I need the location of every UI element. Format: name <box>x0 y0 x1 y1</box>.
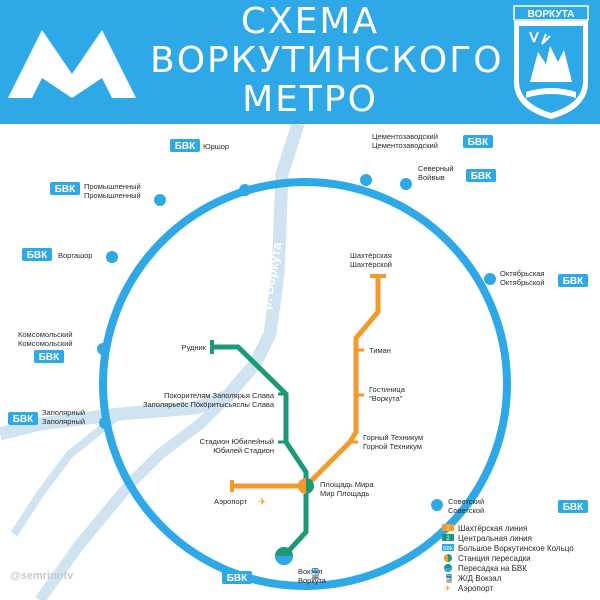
station-label: Советский <box>448 497 484 506</box>
legend-label: Станция пересадки <box>458 554 531 563</box>
legend-marker: 2 <box>446 536 450 542</box>
metro-logo-icon <box>8 30 136 98</box>
legend-label: Большое Воркутинское Кольцо <box>458 544 574 553</box>
station-label: Аэропорт <box>214 497 248 506</box>
header-banner: СХЕМА ВОРКУТИНСКОГО МЕТРО ВОРКУТА <box>0 0 600 124</box>
legend-item: Пересадка на БВК <box>444 564 527 573</box>
legend-item: 🚆 Ж/Д Вокзал <box>444 573 502 583</box>
station-label: Горный Техникум <box>363 433 423 442</box>
ring-station-cementozavodsky[interactable]: Цементозаводский Цементозаводский БВК <box>360 132 493 186</box>
station-label: Площадь Мира <box>320 480 374 489</box>
green-station-stadion[interactable]: Стадион Юбилейный Юбилей Стадион <box>200 437 286 455</box>
ring-station-sovetsky[interactable]: Советский Советской БВК <box>431 497 588 515</box>
bvk-badge: БВК <box>175 141 196 152</box>
legend-marker: 1 <box>446 526 450 532</box>
ring-station-yurshor[interactable]: БВК Юршор <box>170 139 251 196</box>
legend-label: Шахтёрская линия <box>458 524 527 533</box>
orange-station-airport[interactable]: Аэропорт ✈ <box>214 480 266 508</box>
legend-label: Пересадка на БВК <box>458 564 527 573</box>
title-line: МЕТРО <box>242 79 378 120</box>
ring-station-vorgashor[interactable]: БВК Воргашор <box>22 248 118 263</box>
station-label: Цементозаводский <box>372 132 438 141</box>
station-label: Заполярьеöс Пöкöритысьяслы Слава <box>143 400 275 409</box>
green-station-pokoritelyam[interactable]: Покорителям Заполярья Слава Заполярьеöс … <box>143 391 286 409</box>
bvk-badge: БВК <box>471 171 492 182</box>
title-line: СХЕМА <box>240 1 380 42</box>
station-label: Рудник <box>182 343 207 352</box>
bvk-badge: БВК <box>468 137 489 148</box>
watermark: @semrinotv <box>10 570 74 582</box>
ring-station-severny[interactable]: Северный Войвыв БВК <box>400 164 496 190</box>
transfer-station-ploshchad-mira[interactable]: Площадь Мира Мир Площадь <box>298 478 374 498</box>
station-label: Комсомольский <box>18 339 73 348</box>
ring-station-komsomolsky[interactable]: Комсомольский Комсомольский БВК <box>18 330 109 363</box>
metro-scheme: р. Воркута БВК Юршор Цементозаводский Це… <box>0 124 588 600</box>
orange-station-gorny[interactable]: Горный Техникум Горной Техникум <box>350 433 423 451</box>
station-label: Комсомольский <box>18 330 73 339</box>
station-label: Юршор <box>203 142 229 151</box>
bvk-badge: БВК <box>563 502 584 513</box>
station-label: Северный <box>418 164 454 173</box>
bvk-badge: БВК <box>563 276 584 287</box>
station-label: Цементозаводский <box>372 141 438 150</box>
orange-line <box>304 276 381 488</box>
legend-item: ✈ Аэропорт <box>444 584 494 593</box>
orange-station-gostinitsa[interactable]: Гостиница "Воркута" <box>356 385 406 403</box>
legend-item: 2 Центральная линия <box>442 534 532 543</box>
crest-label: ВОРКУТА <box>528 9 575 20</box>
station-label: Стадион Юбилейный <box>200 437 274 446</box>
station-label: Покорителям Заполярья Слава <box>164 391 275 400</box>
legend: 1 Шахтёрская линия 2 Центральная линия Б… <box>442 524 574 593</box>
station-label: Промышленный <box>84 182 141 191</box>
station-label: Октябрьская <box>500 269 545 278</box>
legend-item: Станция пересадки <box>444 554 531 563</box>
station-label: "Воркута" <box>369 394 403 403</box>
bvk-badge: БВК <box>27 250 48 261</box>
ring-line <box>99 178 511 590</box>
bvk-badge: БВК <box>55 184 76 195</box>
green-station-rudnik[interactable]: Рудник <box>182 340 214 354</box>
river: р. Воркута <box>0 124 305 600</box>
station-label: Вокзал <box>298 567 323 576</box>
train-icon: 🚆 <box>309 567 321 580</box>
legend-marker: БВК <box>443 546 453 552</box>
ring-station-promyshlenny[interactable]: БВК Промышленный Промышленный <box>50 182 166 206</box>
station-label: Воргашор <box>58 251 92 260</box>
station-label: Советской <box>448 506 484 515</box>
station-label: Шахтёрская <box>350 251 392 260</box>
station-label: Заполярный <box>42 417 85 426</box>
airplane-icon: ✈ <box>444 584 451 593</box>
orange-station-timan[interactable]: Тиман <box>356 346 391 355</box>
legend-label: Аэропорт <box>458 584 494 593</box>
station-label: Шахтёрской <box>350 260 392 269</box>
legend-item: БВК Большое Воркутинское Кольцо <box>442 544 574 553</box>
legend-item: 1 Шахтёрская линия <box>442 524 527 533</box>
station-label: Войвыв <box>418 173 445 182</box>
station-label: Тиман <box>369 346 391 355</box>
station-label: Юбилей Стадион <box>213 446 274 455</box>
ring-station-zapolyarny[interactable]: БВК Заполярный Заполярный <box>8 408 111 429</box>
legend-label: Центральная линия <box>458 534 532 543</box>
station-label: Заполярный <box>42 408 85 417</box>
station-label: Горной Техникум <box>363 442 422 451</box>
orange-station-shakhterskaya[interactable]: Шахтёрская Шахтёрской <box>350 251 392 278</box>
legend-label: Ж/Д Вокзал <box>458 574 502 583</box>
station-label: Гостиница <box>369 385 406 394</box>
city-crest-icon: ВОРКУТА <box>513 5 589 120</box>
bvk-badge: БВК <box>227 573 248 584</box>
map-title: СХЕМА ВОРКУТИНСКОГО МЕТРО <box>150 1 504 120</box>
station-label: Октябрьской <box>500 278 545 287</box>
station-label: Промышленный <box>84 191 141 200</box>
station-label: Мир Площадь <box>320 489 369 498</box>
bvk-badge: БВК <box>13 414 34 425</box>
airplane-icon: ✈ <box>258 497 266 508</box>
title-line: ВОРКУТИНСКОГО <box>150 40 504 81</box>
bvk-badge: БВК <box>39 352 60 363</box>
train-icon: 🚆 <box>444 573 454 583</box>
station-label: Воркута <box>298 576 327 585</box>
green-station-vokzal[interactable]: Вокзал Воркута 🚆 БВК <box>222 547 327 585</box>
ring-station-oktyabrsky[interactable]: Октябрьская Октябрьской БВК <box>484 269 588 287</box>
